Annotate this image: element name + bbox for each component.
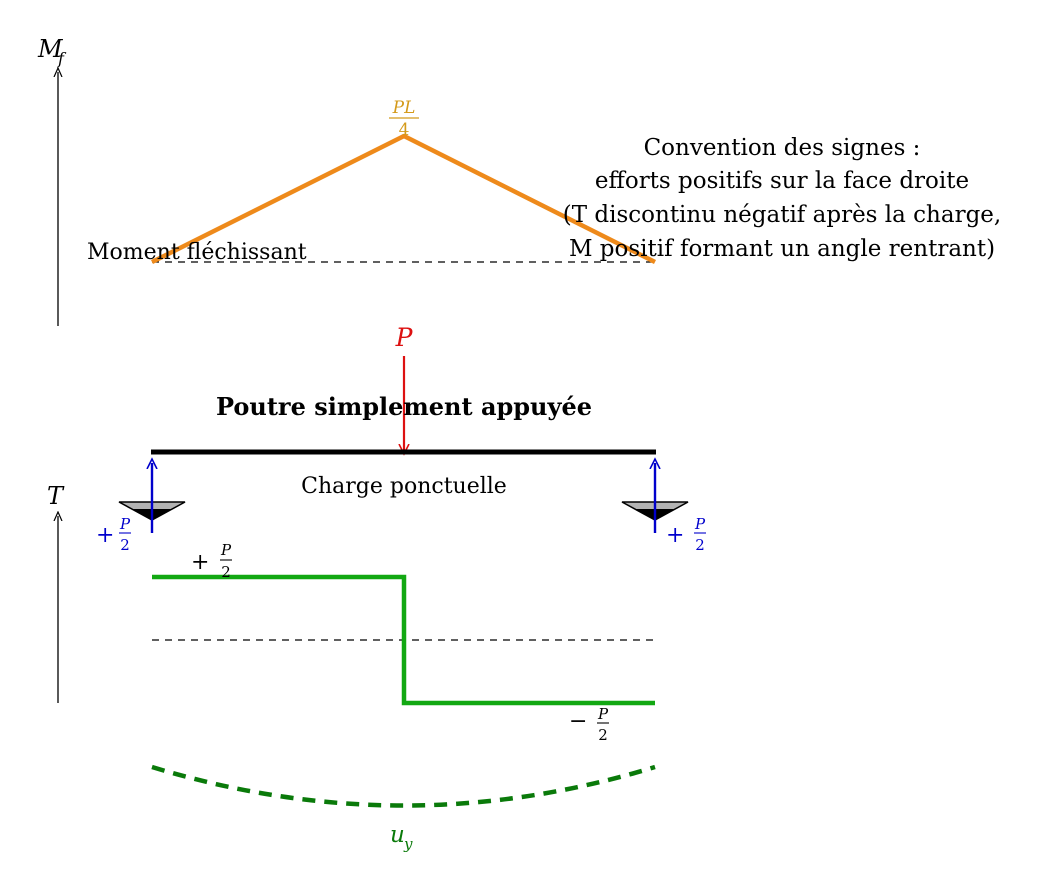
svg-text:P: P — [694, 515, 706, 533]
svg-text:y: y — [403, 835, 413, 853]
left-support — [118, 463, 186, 533]
moment-axis-label: M f — [37, 35, 67, 68]
shear-axis-label: T — [47, 482, 65, 510]
svg-text:M: M — [37, 35, 64, 63]
svg-text:2: 2 — [695, 536, 705, 554]
svg-text:PL: PL — [392, 98, 416, 118]
beam-title: Poutre simplement appuyée — [216, 392, 592, 421]
convention-line-2: efforts positifs sur la face droite — [595, 168, 969, 194]
convention-line-3: (T discontinu négatif après la charge, — [563, 202, 1001, 228]
svg-text:P: P — [597, 705, 609, 723]
load-type-label: Charge ponctuelle — [301, 474, 507, 499]
svg-text:P: P — [119, 515, 131, 533]
svg-text:+: + — [96, 523, 114, 548]
svg-text:+: + — [666, 523, 684, 548]
convention-line-4: M positif formant un angle rentrant) — [569, 236, 995, 262]
moment-curve — [150, 133, 657, 265]
shear-positive-label: + P 2 — [191, 541, 232, 581]
svg-text:−: − — [569, 709, 587, 734]
right-support — [621, 463, 689, 533]
svg-text:2: 2 — [120, 536, 130, 554]
svg-text:2: 2 — [221, 563, 231, 581]
convention-line-1: Convention des signes : — [644, 135, 921, 161]
moment-peak-label: PL 4 — [389, 98, 419, 140]
load-label: P — [395, 323, 414, 352]
deflection-curve — [151, 764, 656, 808]
sign-convention: Convention des signes : efforts positifs… — [563, 135, 1001, 262]
svg-text:2: 2 — [598, 726, 608, 744]
shear-curve — [152, 574, 655, 706]
svg-text:u: u — [390, 822, 405, 848]
deflection-label: u y — [390, 822, 413, 853]
svg-text:+: + — [191, 550, 209, 575]
left-reaction-label: + P 2 — [96, 515, 131, 554]
right-reaction-label: + P 2 — [666, 515, 706, 554]
svg-text:P: P — [220, 541, 232, 559]
svg-text:4: 4 — [399, 120, 410, 140]
moment-curve-label: Moment fléchissant — [87, 240, 307, 265]
svg-text:f: f — [57, 49, 67, 68]
shear-negative-label: − P 2 — [569, 705, 609, 744]
